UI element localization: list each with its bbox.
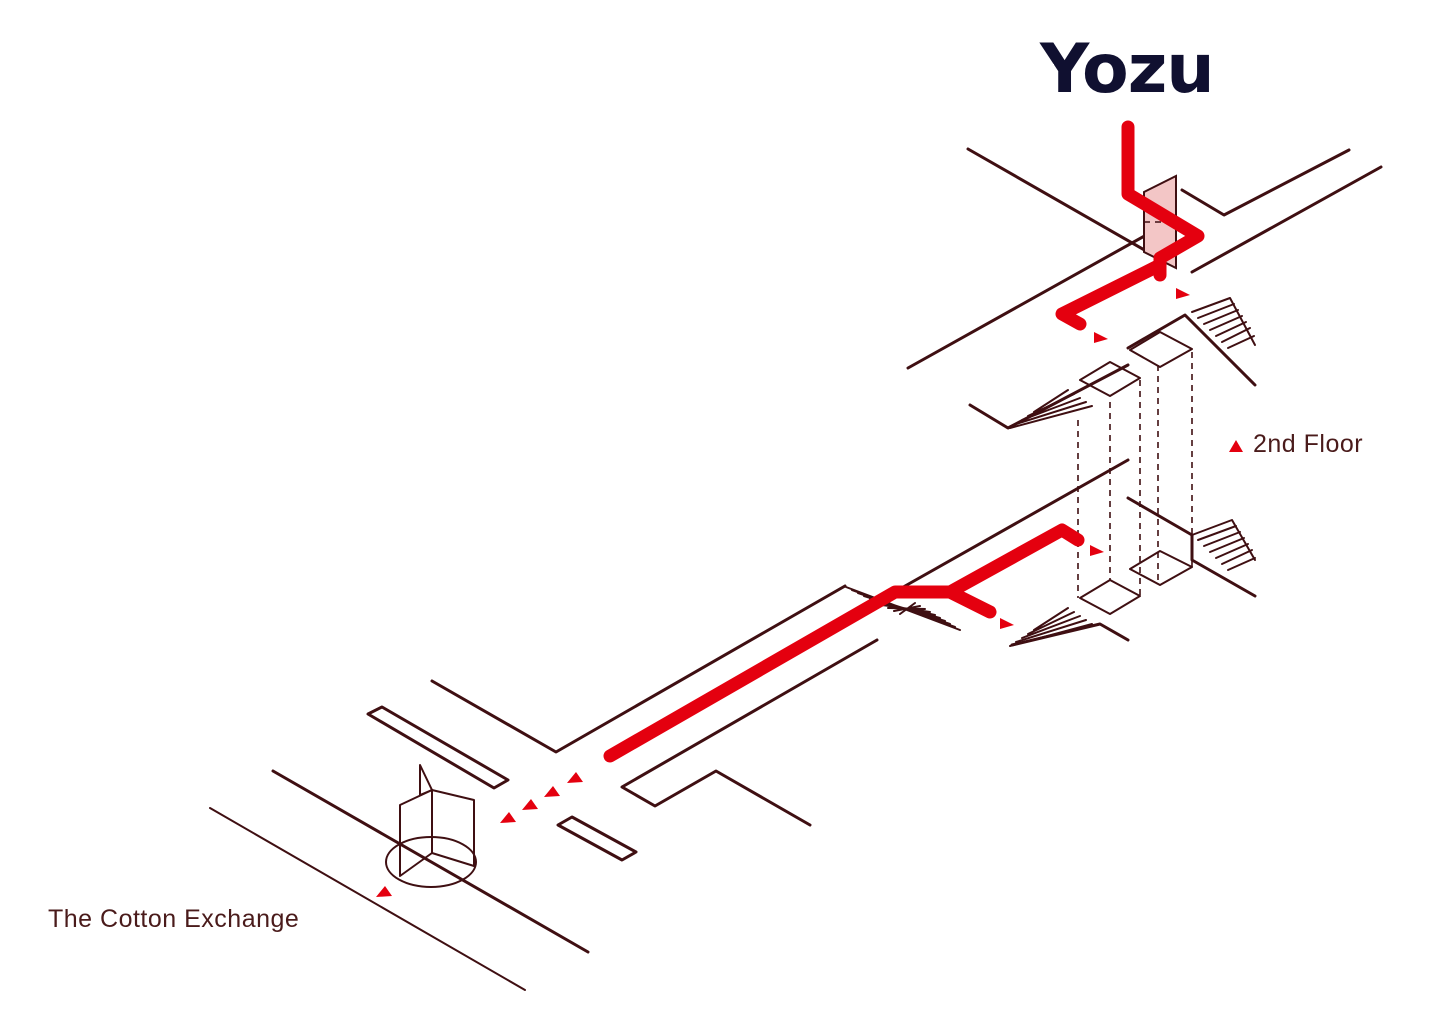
floor2-wall-back <box>1180 148 1351 217</box>
corridor-wall-left <box>430 584 847 754</box>
planter-bottom <box>556 815 638 862</box>
staircase-icon <box>845 519 1256 647</box>
street-line-inner <box>271 769 590 954</box>
route-ground <box>603 523 1085 763</box>
route-path <box>603 120 1205 763</box>
cotton-exchange-monument <box>385 764 477 888</box>
route-ground-branch <box>943 585 997 619</box>
floor2-wall-front <box>906 232 1150 370</box>
lift-shafts <box>1077 352 1193 598</box>
red-triangle-icon <box>1229 440 1243 452</box>
start-location-label: The Cotton Exchange <box>48 905 299 933</box>
lift-shaft-b-top <box>1129 331 1193 368</box>
corridor-wall-right <box>620 638 879 827</box>
planter-top <box>366 705 510 790</box>
street-area <box>209 705 638 991</box>
street-line-outer <box>209 807 526 991</box>
red-triangle-icon <box>544 786 560 797</box>
stairs-ground-lower <box>1009 607 1093 647</box>
floor2-wall-right <box>1190 165 1383 274</box>
floor2-landing <box>1126 313 1257 387</box>
red-triangle-icon <box>1090 545 1104 556</box>
floor-label: 2nd Floor <box>1253 430 1363 458</box>
yozu-logo: Yozu <box>1039 30 1215 109</box>
staircase-icon <box>1009 297 1256 429</box>
monument-spire <box>419 764 433 796</box>
red-triangle-icon <box>567 772 583 783</box>
red-triangle-icon <box>522 799 538 810</box>
monument-body <box>399 789 475 877</box>
red-triangle-icon <box>1176 288 1190 299</box>
lift-shaft-a-top <box>1079 361 1141 397</box>
stairs-floor2-right <box>1191 297 1256 349</box>
ground-floor-corridor <box>430 458 1257 827</box>
red-triangle-icon <box>376 886 392 897</box>
route-floor2 <box>1055 258 1167 331</box>
logo-notch <box>1042 64 1054 76</box>
stairs-floor2-left <box>1009 389 1093 429</box>
direction-markers <box>376 288 1243 897</box>
lobby-wall-back <box>896 458 1130 592</box>
red-triangle-icon <box>1094 332 1108 343</box>
floor2-ledge <box>968 363 1130 430</box>
floor2-wall-left <box>966 147 1150 254</box>
logo-wordmark: Yozu <box>1039 30 1214 109</box>
red-triangle-icon <box>1000 618 1014 629</box>
lift-shaft-a-floor <box>1079 579 1141 615</box>
red-triangle-icon <box>500 812 516 823</box>
stairs-ground-right <box>1191 519 1256 571</box>
second-floor <box>906 147 1383 430</box>
stairs-ground-main <box>845 586 961 631</box>
lobby-wall-right <box>1126 496 1257 598</box>
